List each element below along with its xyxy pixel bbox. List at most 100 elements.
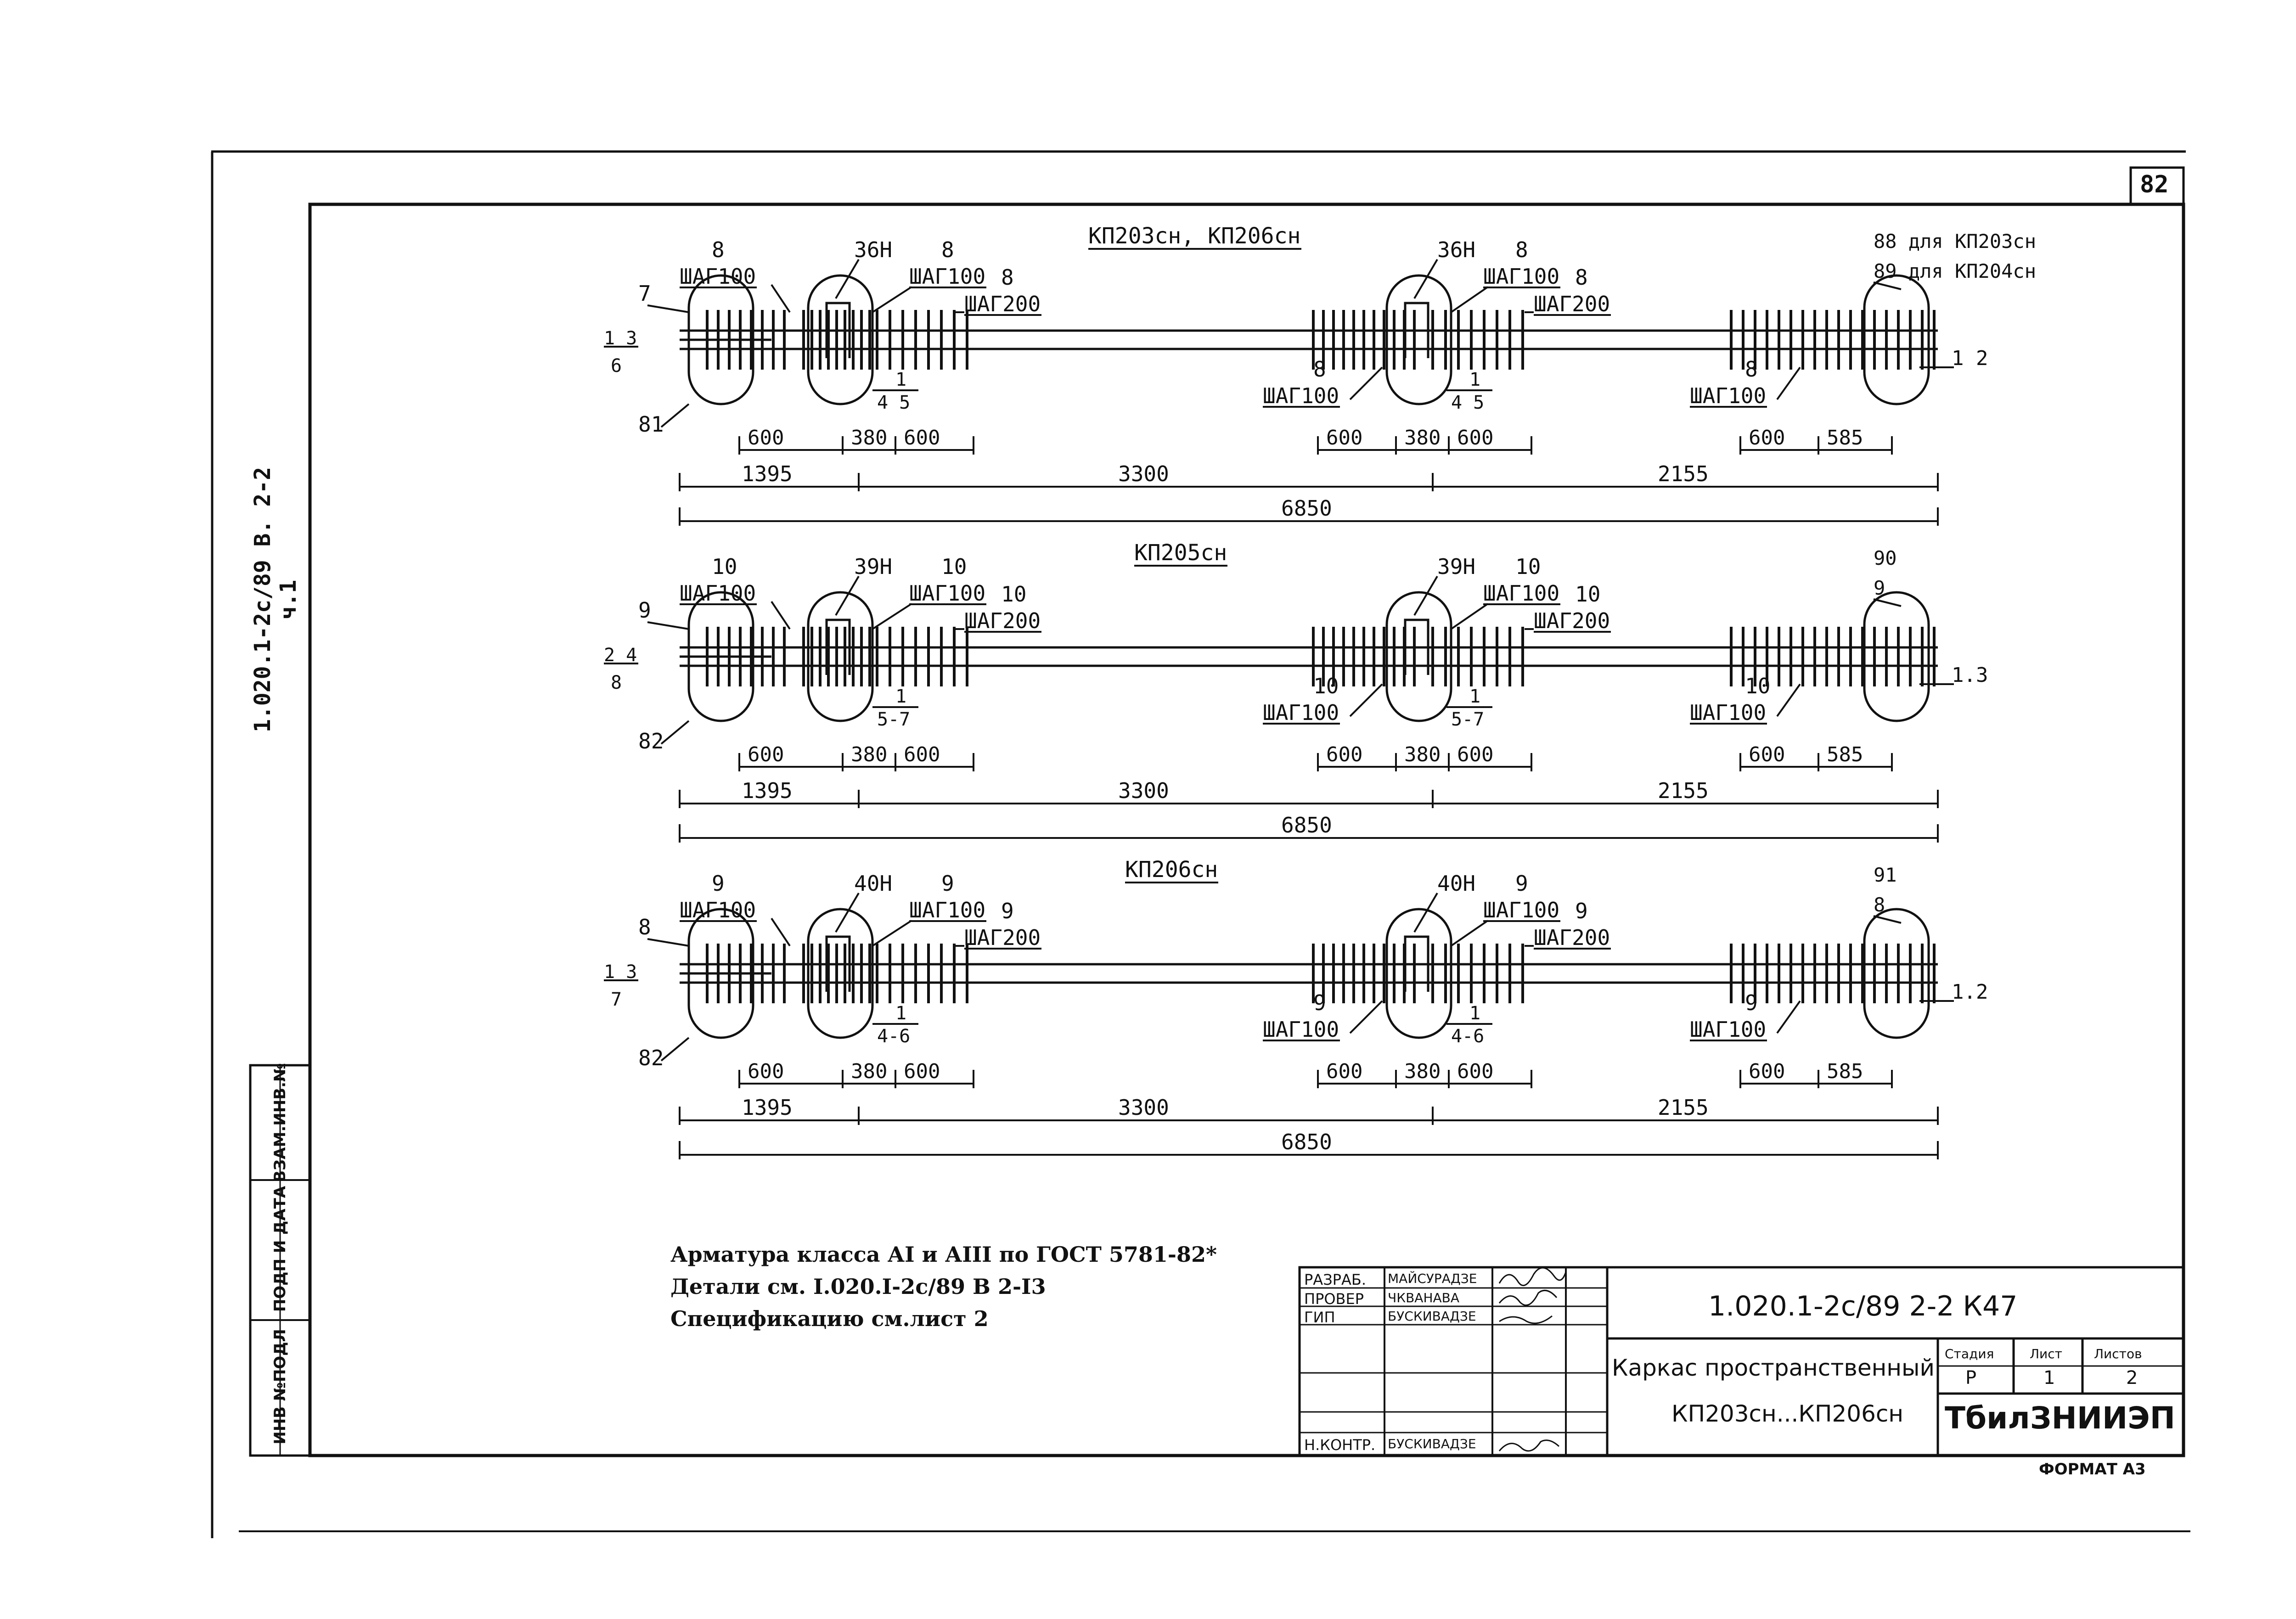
tb-name-norm-control: БУСКИВАДЗЕ xyxy=(1388,1436,1476,1451)
callout-center-span-diameter: 10 xyxy=(1575,582,1600,607)
callout-center-span-diameter: 8 xyxy=(1575,265,1588,290)
callout-right-frame-note-2: 89 для КП204сн xyxy=(1874,260,2036,282)
leader-end-frame xyxy=(660,720,690,745)
dim-small-value: 380 xyxy=(1404,426,1441,450)
callout-end-side-under: 8 xyxy=(611,672,622,693)
dim-small-value: 380 xyxy=(851,426,887,450)
callout-center-span-step: ШАГ200 xyxy=(1534,925,1610,950)
dim-small-value: 600 xyxy=(1457,743,1493,766)
tb-document-code: 1.020.1-2с/89 2-2 К47 xyxy=(1708,1290,2018,1322)
dim-small-value: 600 xyxy=(1326,743,1362,766)
callout-joint-sub: 1 xyxy=(895,686,906,707)
dim-mid-value: 3300 xyxy=(1118,461,1169,486)
dim-small-value: 585 xyxy=(1827,1060,1863,1083)
callout-end-stirrup-diameter: 10 xyxy=(712,554,737,579)
callout-center-left-diameter: 10 xyxy=(1313,674,1339,698)
callout-right-side-bars: 1.2 xyxy=(1952,980,1988,1004)
signature-developer xyxy=(1498,1267,1567,1287)
dim-small-value: 380 xyxy=(1404,1060,1441,1083)
dim-mid-value: 1395 xyxy=(742,778,793,803)
dim-small-value: 600 xyxy=(904,426,940,450)
callout-joint-mark: 40Н xyxy=(854,871,892,896)
oval-center-joint xyxy=(1385,591,1452,722)
leader-end-bar xyxy=(647,621,689,630)
callout-right-stirrup-step: ШАГ100 xyxy=(1690,383,1766,408)
callout-right-stirrup-diameter: 8 xyxy=(1745,357,1758,382)
leader-end-frame xyxy=(660,403,690,428)
dim-small-value: 600 xyxy=(1749,1060,1785,1083)
side-document-code: 1.020.1-2с/89 В. 2-2 ч.1 xyxy=(250,467,301,732)
title-block-frame xyxy=(1298,1266,2185,1457)
callout-span-stirrup-diameter: 10 xyxy=(1001,582,1026,607)
callout-center-left-step: ШАГ100 xyxy=(1263,383,1339,408)
leader-end-stirrup xyxy=(771,601,791,630)
joint-bracket-left xyxy=(825,618,851,675)
callout-end-bar-mark: 9 xyxy=(638,598,651,623)
leader-right-frame xyxy=(1873,598,1902,607)
callout-center-left-step: ШАГ100 xyxy=(1263,1017,1339,1042)
dim-total-value: 6850 xyxy=(1281,813,1332,838)
callout-end-stirrup-diameter: 9 xyxy=(712,871,725,896)
callout-joint-sub-bars: 4 5 xyxy=(877,392,910,413)
joint-bracket-left xyxy=(825,302,851,358)
oval-left-joint xyxy=(807,908,874,1039)
dim-small-value: 600 xyxy=(904,743,940,766)
dim-small-value: 380 xyxy=(1404,743,1441,766)
inner-frame xyxy=(308,202,2185,1457)
leader-center-stirrup xyxy=(1450,286,1489,313)
leader-right-frame xyxy=(1873,915,1902,924)
callout-end-stirrup-step: ШАГ100 xyxy=(680,264,756,289)
callout-end-side-under: 7 xyxy=(611,989,622,1010)
callout-center-sub: 1 xyxy=(1469,686,1480,707)
dim-mid-value: 1395 xyxy=(742,461,793,486)
dim-small-value: 585 xyxy=(1827,426,1863,450)
callout-joint-stirrup-step: ШАГ100 xyxy=(909,264,985,289)
oval-center-joint xyxy=(1385,908,1452,1039)
callout-joint-sub-bars: 5-7 xyxy=(877,709,910,730)
callout-end-frame: 82 xyxy=(638,729,664,753)
dim-mid-value: 2155 xyxy=(1658,1095,1709,1120)
callout-right-frame-note-2: 9 xyxy=(1874,577,1885,599)
tb-role-developer: РАЗРАБ. xyxy=(1304,1271,1367,1288)
joint-bracket-center xyxy=(1404,302,1429,358)
dim-small-value: 600 xyxy=(748,426,784,450)
sheet-number-box xyxy=(2129,166,2185,206)
callout-right-frame-note-1: 91 xyxy=(1874,864,1897,886)
joint-bracket-left xyxy=(825,935,851,992)
leader-right-frame xyxy=(1873,281,1902,290)
dim-small-value: 600 xyxy=(1457,426,1493,450)
oval-right-end xyxy=(1863,274,1930,405)
callout-center-sub: 1 xyxy=(1469,369,1480,390)
leader-end-bar xyxy=(647,938,689,947)
callout-center-span-diameter: 9 xyxy=(1575,899,1588,923)
callout-joint-sub: 1 xyxy=(895,369,906,390)
callout-center-joint-mark: 40Н xyxy=(1437,871,1475,896)
view-title: КП205сн xyxy=(1134,540,1227,566)
signature-checker xyxy=(1498,1289,1558,1306)
tb-role-norm-control: Н.КОНТР. xyxy=(1304,1436,1376,1454)
leader-center-stirrup xyxy=(1450,603,1489,630)
leader-right-stirrup xyxy=(1776,683,1801,717)
callout-end-frame: 81 xyxy=(638,412,664,437)
callout-joint-stirrup-diameter: 9 xyxy=(941,871,954,896)
tb-name-developer: МАЙСУРАДЗЕ xyxy=(1388,1271,1477,1286)
leader-end-frame xyxy=(660,1037,690,1062)
tb-name-checker: ЧКВАНАВА xyxy=(1388,1290,1460,1305)
dim-mid-value: 2155 xyxy=(1658,778,1709,803)
callout-joint-mark: 36Н xyxy=(854,237,892,262)
dim-small-value: 600 xyxy=(904,1060,940,1083)
signature-chief xyxy=(1499,1315,1553,1324)
dim-small-value: 600 xyxy=(1326,1060,1362,1083)
callout-center-stirrup-diameter: 10 xyxy=(1515,554,1541,579)
tb-sheets-label: Листов xyxy=(2094,1346,2142,1361)
callout-center-sub-bars: 5-7 xyxy=(1451,709,1484,730)
callout-joint-stirrup-diameter: 8 xyxy=(941,237,954,262)
callout-end-stirrup-step: ШАГ100 xyxy=(680,581,756,606)
callout-right-side-bars: 1.3 xyxy=(1952,663,1988,687)
leader-joint-stirrup xyxy=(872,603,912,630)
callout-end-bar-mark: 7 xyxy=(638,281,651,306)
callout-span-stirrup-diameter: 9 xyxy=(1001,899,1014,923)
tb-sheets-value: 2 xyxy=(2126,1367,2138,1389)
oval-center-joint xyxy=(1385,274,1452,405)
